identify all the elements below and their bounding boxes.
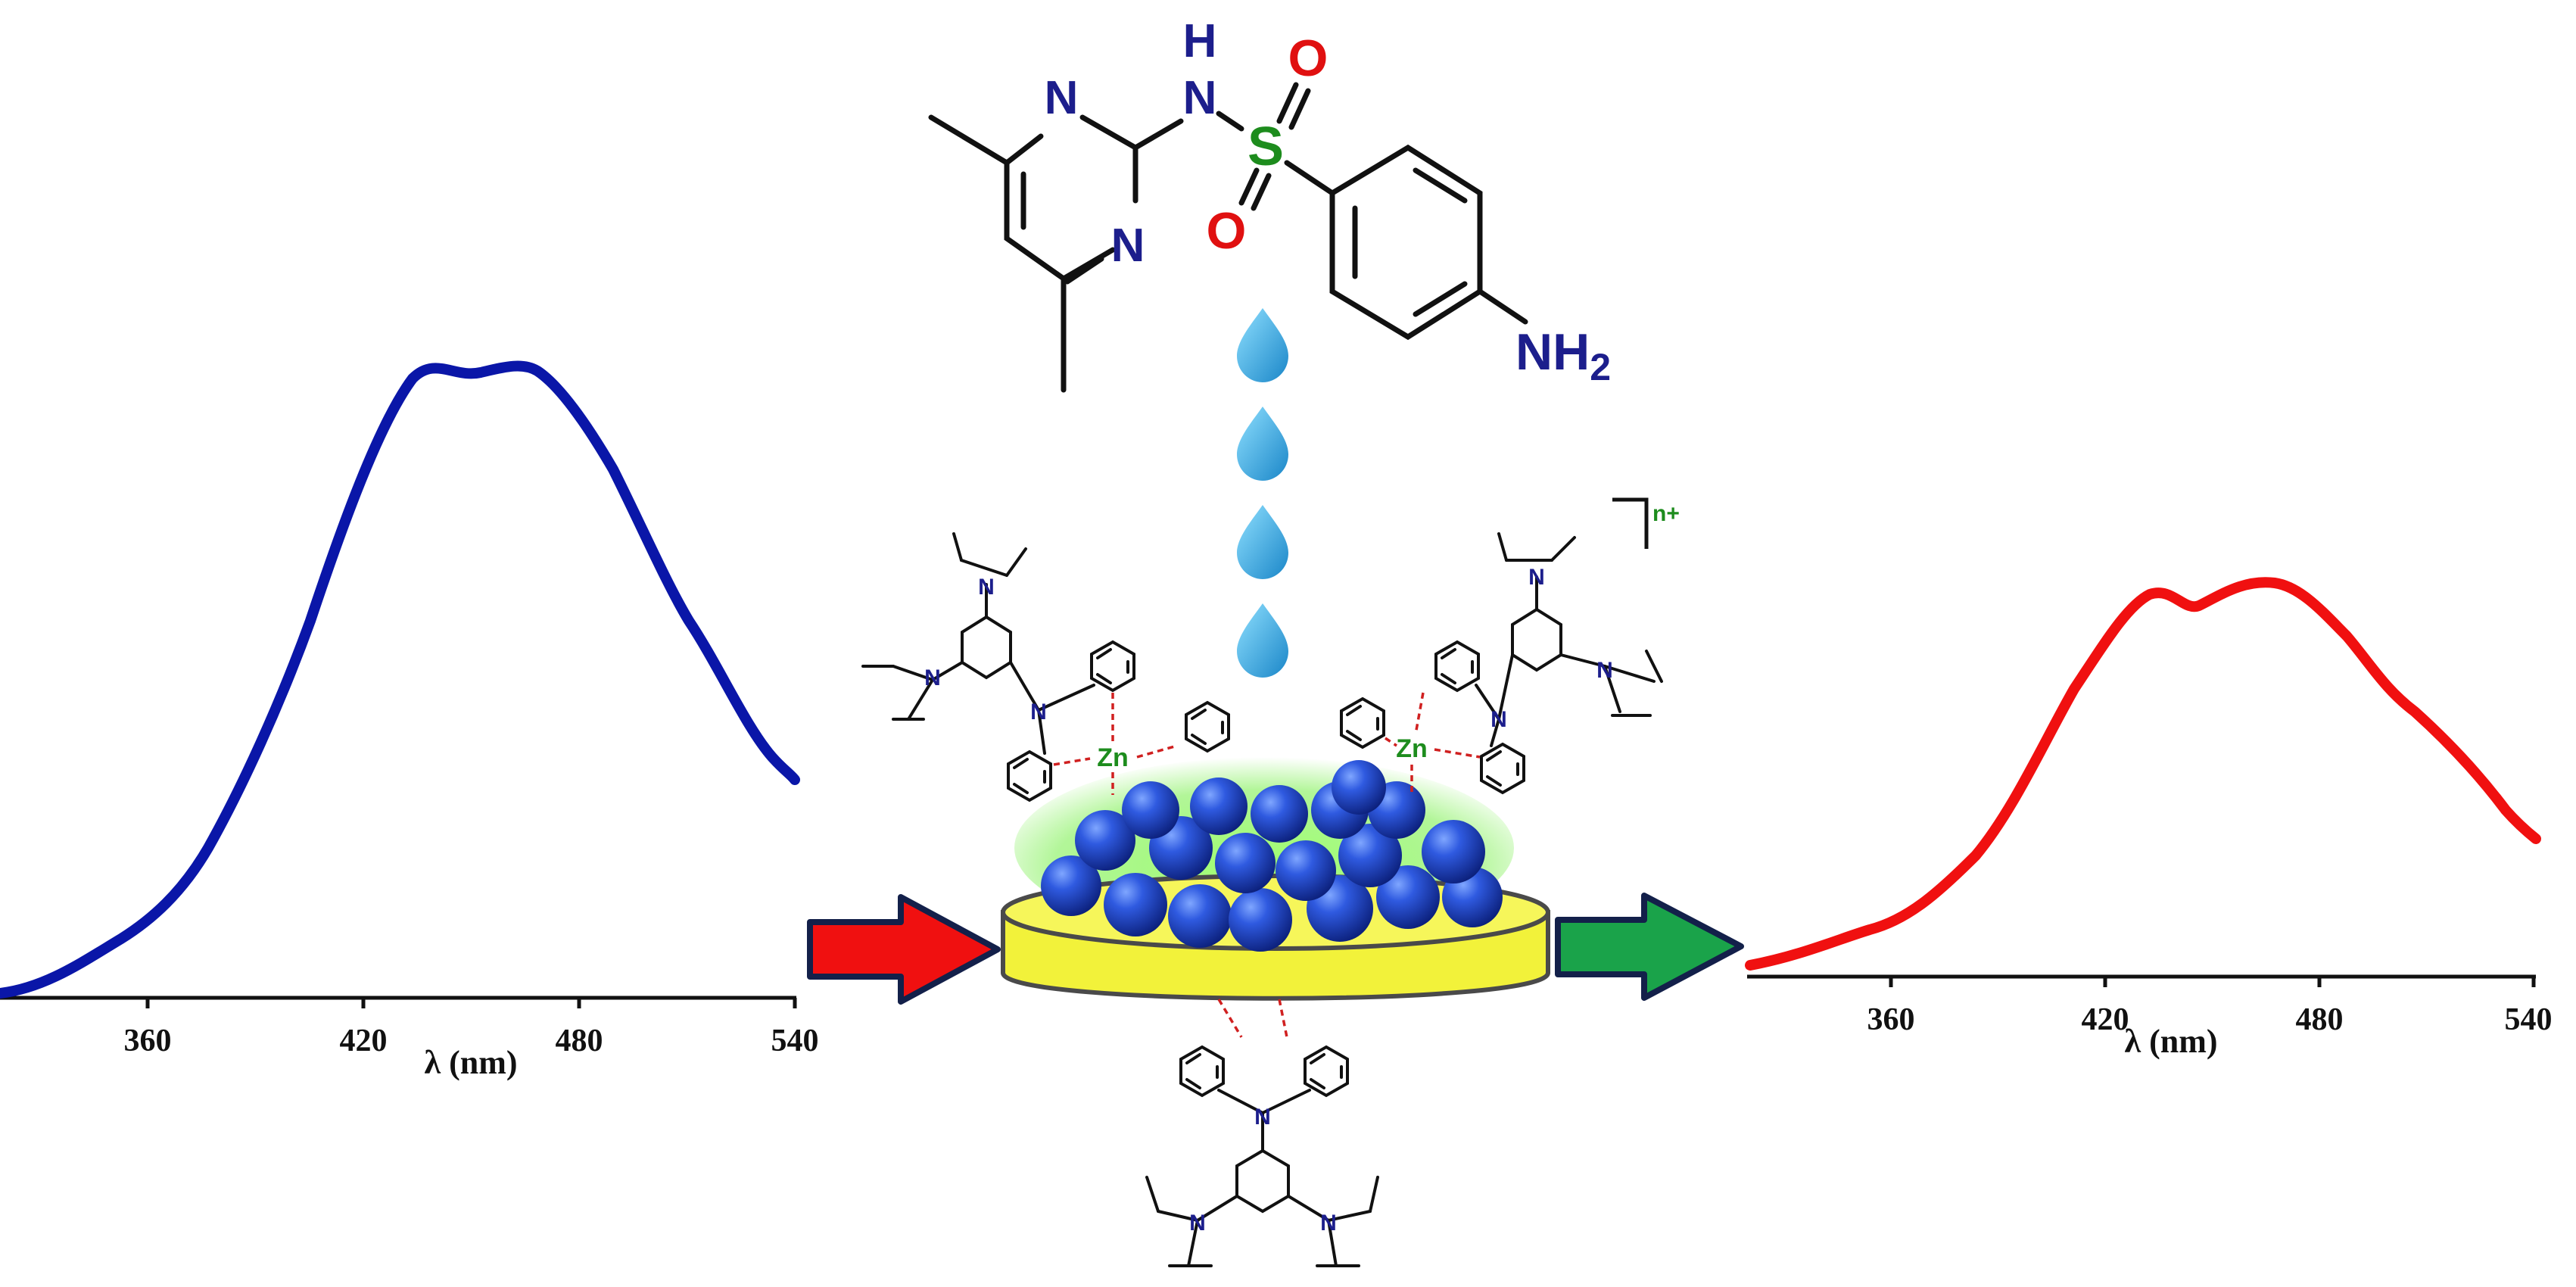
nanoparticle — [1041, 855, 1101, 916]
n-label: N — [1596, 658, 1613, 683]
nanoparticle-cluster — [1041, 760, 1503, 952]
right-arrow-icon — [807, 894, 1001, 1005]
amine-label: NH2 — [1515, 323, 1611, 388]
left-tick-label: 360 — [124, 1024, 172, 1058]
water-drop-icon — [1237, 603, 1288, 678]
water-drop-icon — [1237, 308, 1288, 382]
nanoparticle — [1075, 810, 1135, 871]
charge-bracket: n+ — [1612, 497, 1680, 549]
n-label: N — [1490, 707, 1507, 732]
oxygen-bottom-label: O — [1207, 202, 1247, 260]
left-tick-label: 540 — [771, 1024, 819, 1058]
n-label: N — [1189, 1211, 1206, 1236]
right-arrow-icon — [1555, 893, 1744, 1001]
n-label: N — [1030, 700, 1047, 725]
right-emission-curve — [1745, 577, 2541, 971]
nanoparticle — [1376, 865, 1440, 929]
nh-hydrogen-label: H — [1183, 15, 1217, 67]
zinc-right-label: Zn — [1396, 734, 1428, 763]
sulfamethazine-structure: H N N N S O O NH2 — [928, 15, 1611, 393]
nanoparticle — [1229, 888, 1292, 952]
bottom-ligand: N N N — [1145, 999, 1379, 1267]
left-zinc-complex: Zn N N N — [861, 532, 1230, 802]
nanoparticle — [1332, 760, 1386, 815]
nh-nitrogen-label: N — [1183, 72, 1217, 124]
pyrimidine-n1-label: N — [1045, 72, 1079, 124]
droplet-column — [1237, 308, 1288, 678]
sulfur-label: S — [1248, 117, 1284, 177]
nanoparticle — [1215, 833, 1276, 893]
water-drop-icon — [1237, 505, 1288, 579]
nanoparticle — [1251, 785, 1308, 843]
nanoparticle — [1104, 873, 1167, 936]
water-drop-icon — [1237, 407, 1288, 481]
left-tick-label: 480 — [556, 1024, 603, 1058]
left-x-axis-label: λ (nm) — [424, 1044, 517, 1081]
left-emission-curve — [0, 360, 800, 999]
n-label: N — [978, 575, 995, 600]
zinc-left-label: Zn — [1097, 743, 1129, 772]
n-label: N — [1320, 1211, 1337, 1236]
n-label: N — [1528, 565, 1545, 590]
right-zinc-complex: Zn N N N — [1340, 532, 1663, 795]
nanoparticle — [1338, 824, 1402, 887]
right-tick-label: 420 — [2082, 1002, 2129, 1037]
pyrimidine-n2-label: N — [1111, 220, 1145, 272]
nanoparticle — [1190, 777, 1248, 835]
right-emission-spectrum: 360 420 480 540 λ (nm) — [1745, 577, 2553, 1060]
nanoparticle — [1168, 884, 1232, 948]
right-tick-label: 480 — [2296, 1002, 2344, 1037]
right-tick-label: 360 — [1867, 1002, 1915, 1037]
n-label: N — [1254, 1105, 1271, 1130]
n-label: N — [924, 665, 941, 690]
right-tick-label: 540 — [2505, 1002, 2553, 1037]
nanoparticle — [1422, 820, 1485, 883]
oxygen-top-label: O — [1288, 30, 1328, 87]
left-emission-spectrum: 360 420 480 540 λ (nm) — [0, 360, 819, 1081]
nanoparticle — [1276, 840, 1336, 901]
right-x-axis-label: λ (nm) — [2124, 1023, 2217, 1060]
charge-label: n+ — [1652, 501, 1680, 526]
nanoparticle — [1122, 781, 1179, 839]
left-tick-label: 420 — [340, 1024, 388, 1058]
